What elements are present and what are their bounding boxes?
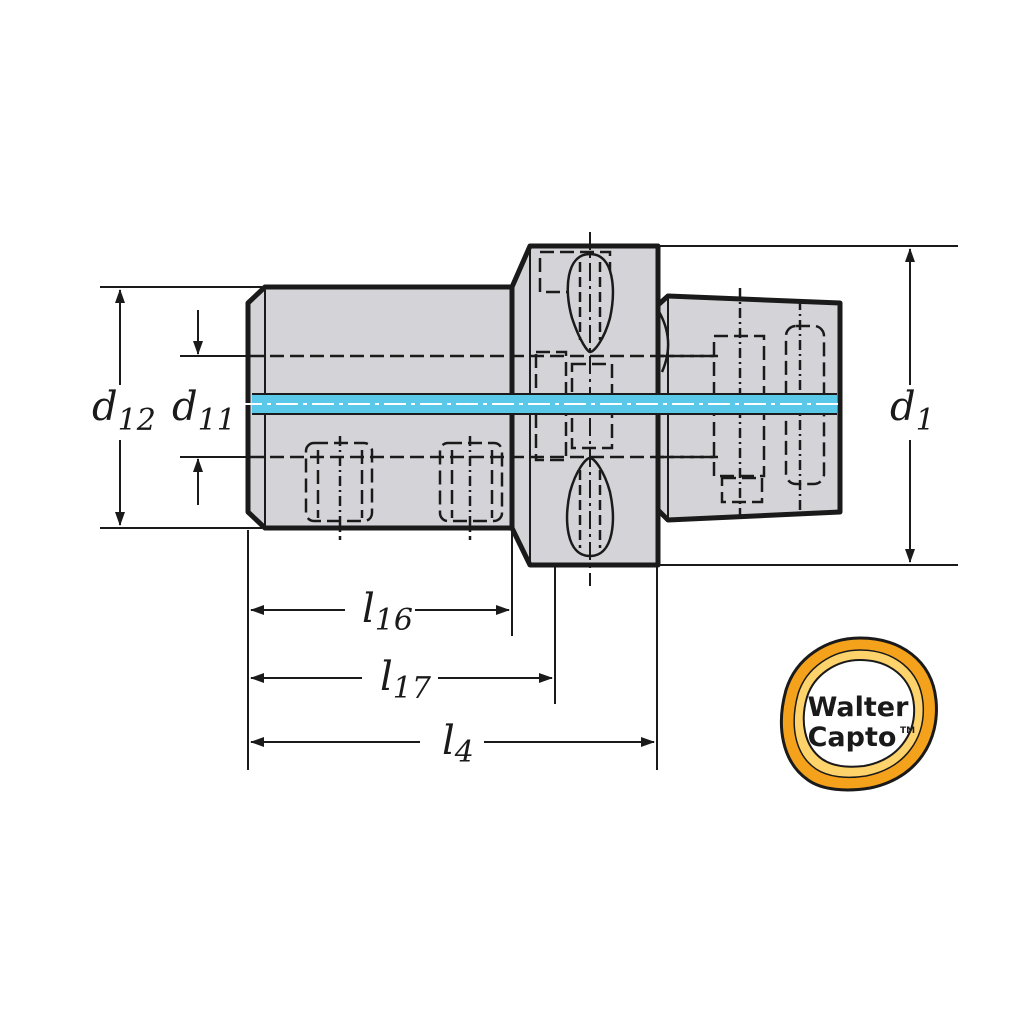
label-d12: d12 — [92, 384, 156, 438]
label-l16: l16 — [362, 586, 413, 638]
dimension-lines — [100, 245, 958, 770]
dimension-labels: d12 d11 d1 l16 l17 l4 — [92, 384, 935, 770]
label-d1: d1 — [890, 384, 935, 438]
logo-line2: Capto — [808, 722, 897, 753]
logo-disc — [802, 658, 916, 768]
label-l17: l17 — [380, 654, 432, 706]
label-d11: d11 — [172, 384, 236, 438]
logo-trademark: TM — [900, 726, 915, 736]
logo-line1: Walter — [808, 692, 910, 723]
label-l4: l4 — [442, 718, 474, 770]
walter-capto-logo: Walter Capto TM — [779, 636, 938, 792]
